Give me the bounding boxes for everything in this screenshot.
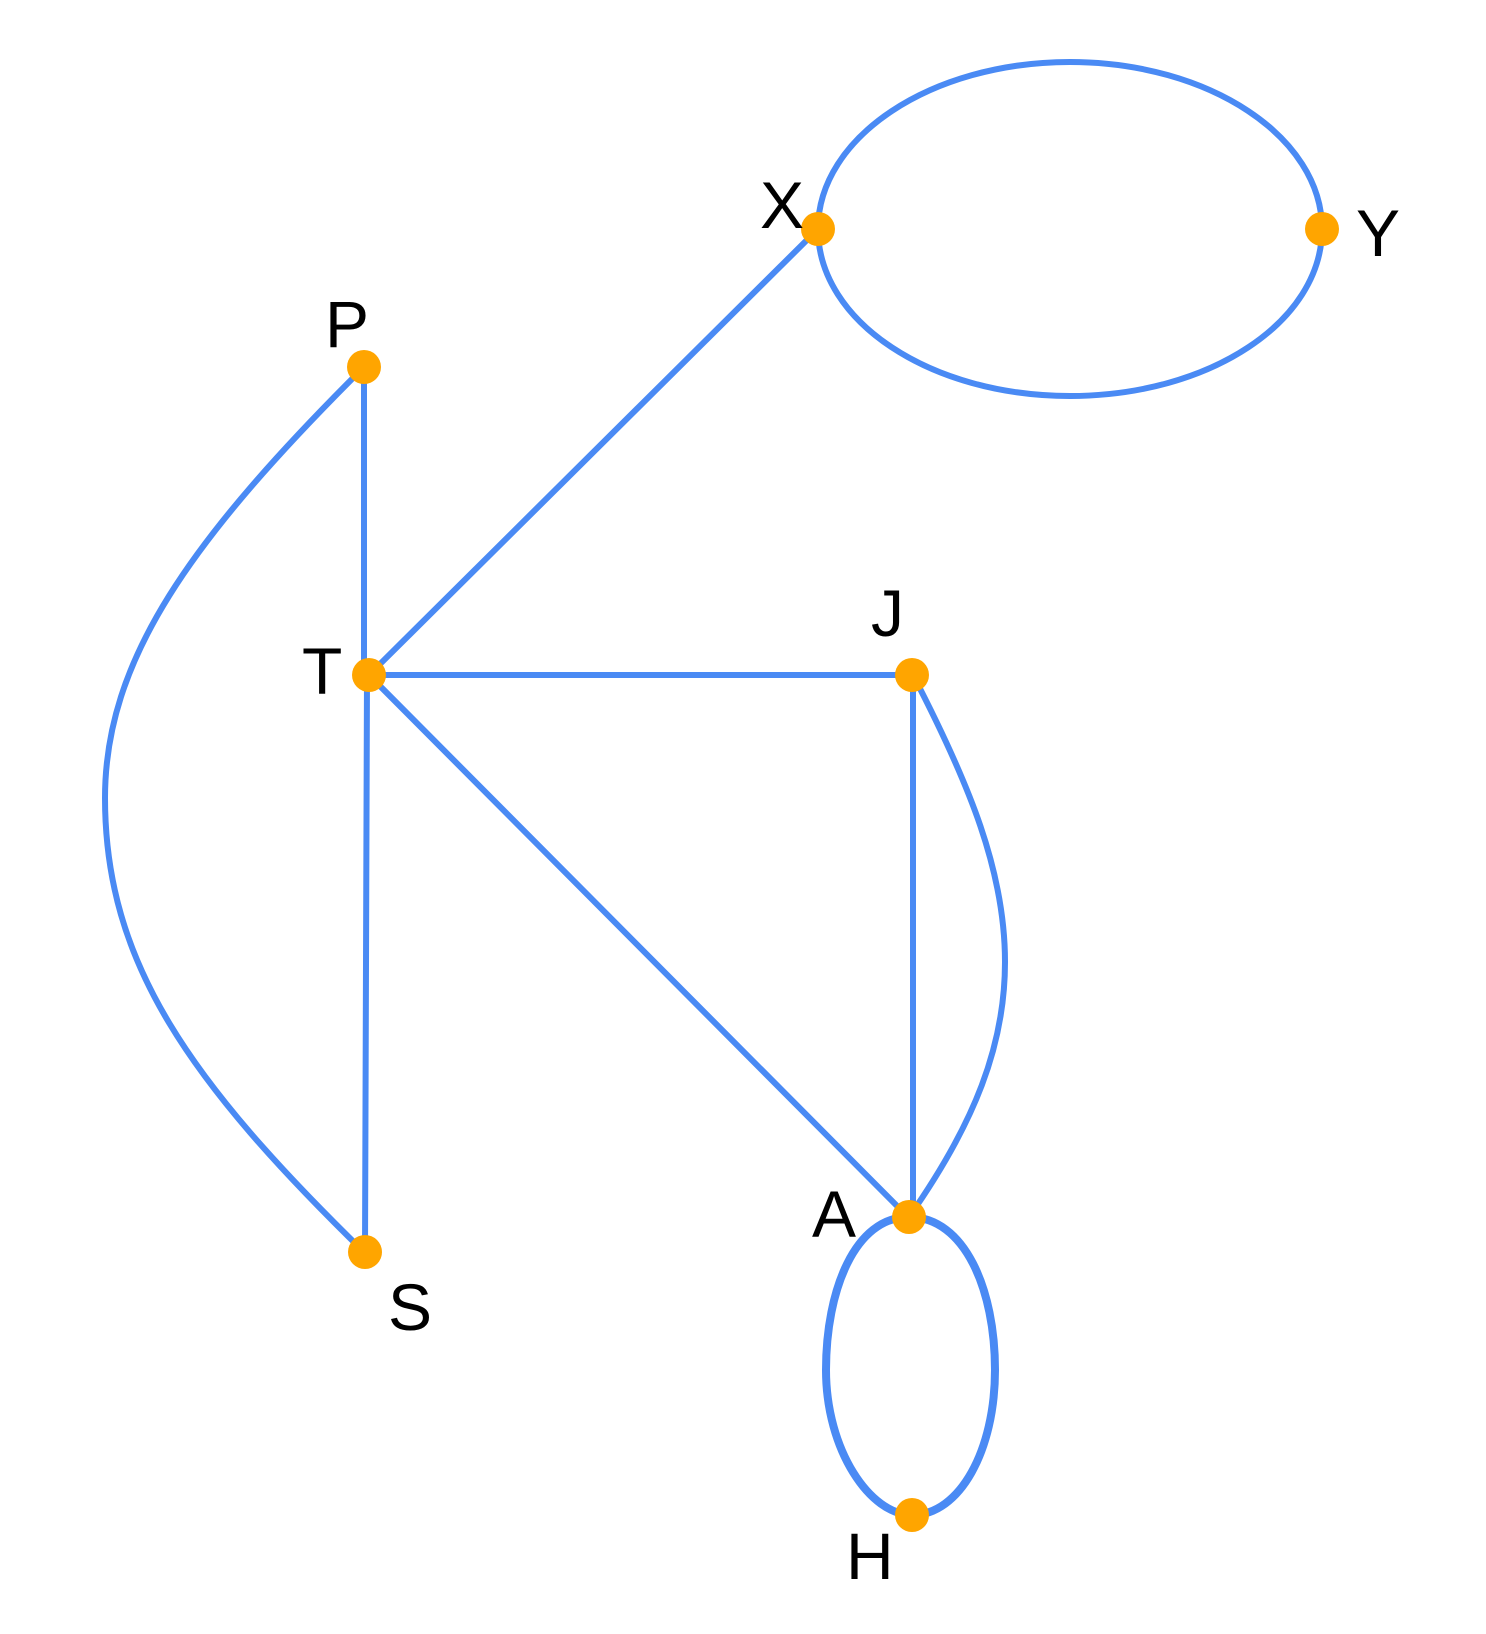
- node-label-h: H: [846, 1519, 894, 1593]
- nodes: [347, 212, 1339, 1532]
- edge-p-s: [101, 364, 367, 1255]
- edge-j-a-curved: [906, 672, 1009, 1220]
- node-label-y: Y: [1356, 196, 1400, 270]
- edges: [101, 58, 1325, 1519]
- node-a: [892, 1200, 926, 1234]
- edge-t-a: [366, 672, 911, 1220]
- node-label-p: P: [325, 287, 369, 361]
- edge-y-x-lower: [815, 226, 1325, 400]
- node-label-a: A: [812, 1177, 856, 1251]
- edge-a-h-left: [821, 1213, 916, 1519]
- edge-t-s: [362, 672, 370, 1255]
- node-h: [895, 1498, 929, 1532]
- node-x: [801, 212, 835, 246]
- edge-x-y-upper: [815, 58, 1325, 232]
- labels: X Y P T J A S H: [302, 168, 1400, 1593]
- node-label-s: S: [388, 1270, 432, 1344]
- node-p: [347, 350, 381, 384]
- node-j: [895, 658, 929, 692]
- node-label-x: X: [760, 168, 804, 242]
- node-label-t: T: [302, 634, 342, 708]
- node-s: [348, 1235, 382, 1269]
- edge-a-h-right: [905, 1213, 1000, 1519]
- node-label-j: J: [871, 576, 904, 650]
- node-t: [352, 658, 386, 692]
- edge-x-t: [366, 226, 821, 678]
- node-y: [1305, 212, 1339, 246]
